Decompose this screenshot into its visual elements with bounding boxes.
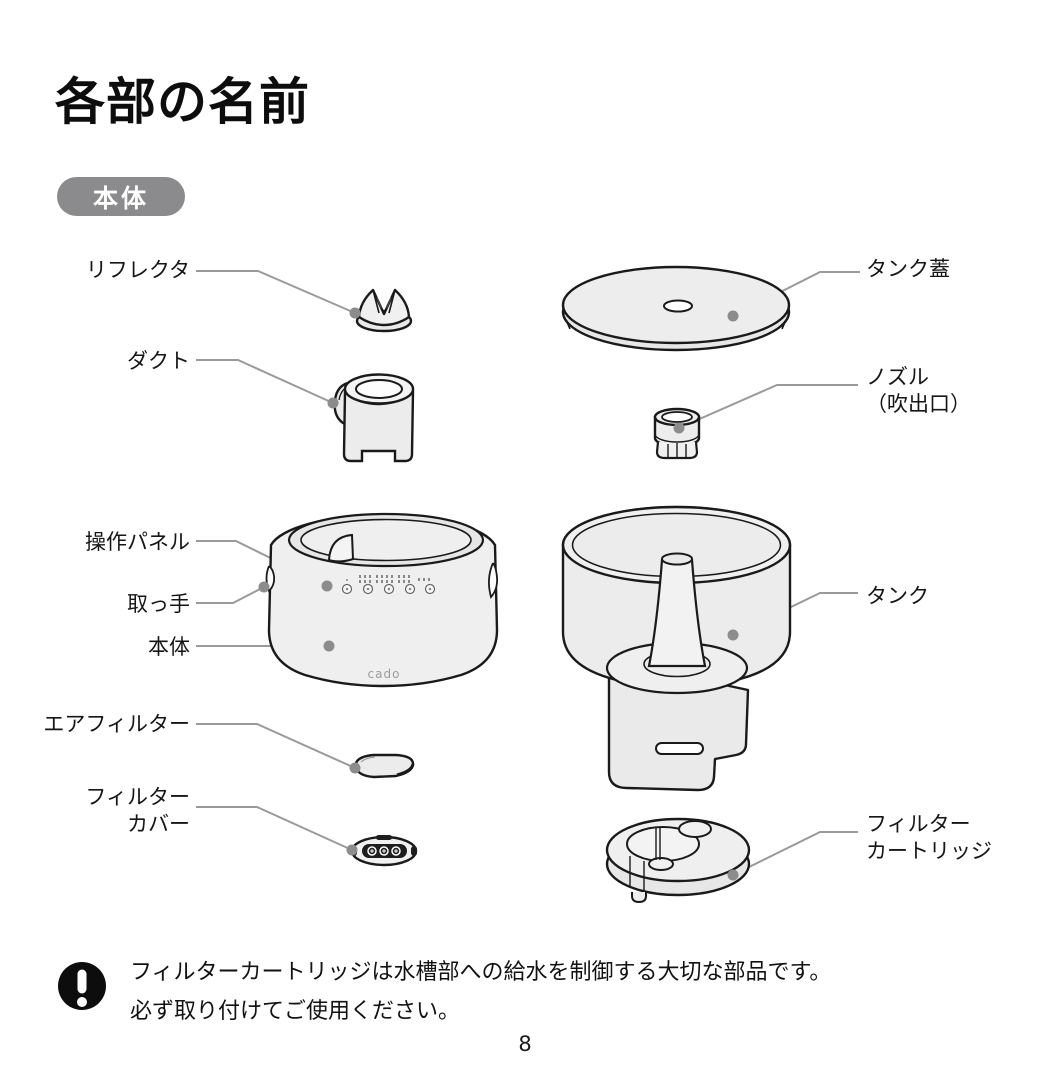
control-panel-buttons: [341, 583, 436, 595]
part-reflector: [355, 288, 413, 333]
dot-filter-cartridge: [727, 869, 739, 881]
leader-dots: [258, 307, 739, 881]
label-filter-cartridge: フィルター カートリッジ: [866, 811, 992, 865]
label-nozzle-line2: （吹出口）: [866, 392, 971, 416]
label-filter-cartridge-line2: カートリッジ: [866, 839, 992, 863]
label-reflector: リフレクタ: [85, 258, 190, 282]
part-duct: [333, 373, 415, 463]
dot-control-panel: [321, 580, 333, 592]
control-panel-marks: [345, 575, 432, 591]
part-tank-lid: [561, 265, 791, 352]
part-filter-cover: [350, 835, 418, 867]
part-nozzle: [653, 407, 701, 460]
label-handle: 取っ手: [127, 592, 190, 616]
label-filter-cover-line1: フィルター: [85, 785, 190, 809]
note-line1: フィルターカートリッジは水槽部への給水を制御する大切な部品です。: [130, 960, 832, 985]
part-tank: [561, 505, 792, 792]
inner-fin: [327, 533, 355, 563]
dot-tank: [727, 629, 739, 641]
dot-nozzle: [673, 422, 685, 434]
leader-handle: [196, 586, 265, 604]
section-badge: 本体: [57, 177, 185, 216]
parts-diagram: [196, 265, 860, 904]
note-text: フィルターカートリッジは水槽部への給水を制御する大切な部品です。 必ず取り付けて…: [130, 953, 831, 1031]
label-control-panel: 操作パネル: [85, 530, 190, 554]
leader-filter-cartridge: [732, 831, 858, 876]
dot-reflector: [349, 307, 361, 319]
leader-filter-cover: [196, 806, 353, 851]
mandatory-icon: [58, 962, 106, 1010]
dot-body: [323, 640, 335, 652]
leader-duct: [196, 359, 334, 404]
note-line2: 必ず取り付けてご使用ください。: [130, 999, 461, 1024]
part-air-filter: [354, 753, 415, 779]
page-title: 各部の名前: [55, 73, 310, 131]
label-filter-cover: フィルター カバー: [85, 784, 190, 838]
dot-filter-cover: [346, 844, 358, 856]
label-tank: タンク: [866, 584, 929, 608]
part-filter-cartridge: [605, 817, 751, 904]
brand-logo: cado: [367, 667, 401, 681]
right-handle-notch: [488, 562, 499, 599]
label-air-filter: エアフィルター: [43, 712, 190, 736]
label-tank-lid: タンク蓋: [866, 257, 950, 281]
label-nozzle-line1: ノズル: [866, 365, 929, 389]
part-main-body: [265, 512, 499, 688]
label-nozzle: ノズル （吹出口）: [866, 364, 971, 418]
dot-duct: [327, 397, 339, 409]
dot-air-filter: [349, 762, 361, 774]
label-duct: ダクト: [127, 349, 190, 373]
dot-handle: [258, 581, 270, 593]
leader-reflector: [196, 270, 356, 314]
leader-nozzle: [678, 384, 858, 429]
dot-tank-lid: [727, 310, 739, 322]
label-filter-cartridge-line1: フィルター: [866, 812, 971, 836]
page-number: 8: [518, 1032, 532, 1056]
label-filter-cover-line2: カバー: [127, 812, 190, 836]
leader-air-filter: [196, 723, 356, 769]
label-body: 本体: [148, 635, 190, 659]
